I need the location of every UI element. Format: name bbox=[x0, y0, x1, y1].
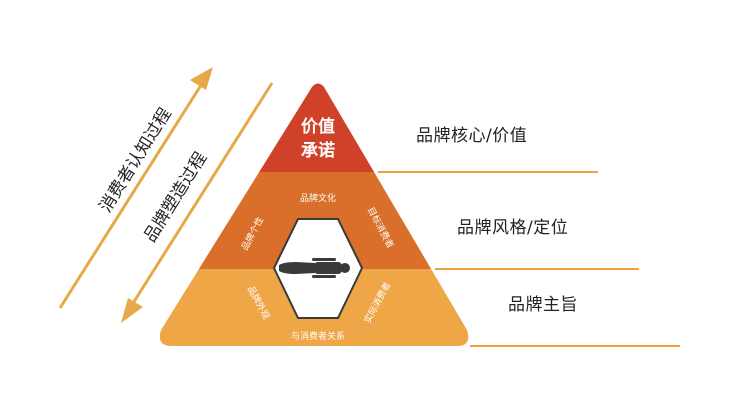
person-figure-icon bbox=[279, 258, 350, 278]
right-label-style: 品牌风格/定位 bbox=[457, 218, 569, 238]
pyramid-top-line2: 承诺 bbox=[301, 140, 335, 161]
brand-shaping-arrow bbox=[121, 82, 274, 323]
right-label-theme: 品牌主旨 bbox=[508, 295, 578, 315]
hex-label-top: 品牌文化 bbox=[300, 192, 336, 204]
pyramid-top-line1: 价值 bbox=[301, 116, 335, 137]
right-label-core: 品牌核心/价值 bbox=[416, 126, 528, 146]
hex-label-bottom: 与消费者关系 bbox=[291, 330, 345, 342]
consumer-cognition-arrow bbox=[58, 67, 213, 309]
